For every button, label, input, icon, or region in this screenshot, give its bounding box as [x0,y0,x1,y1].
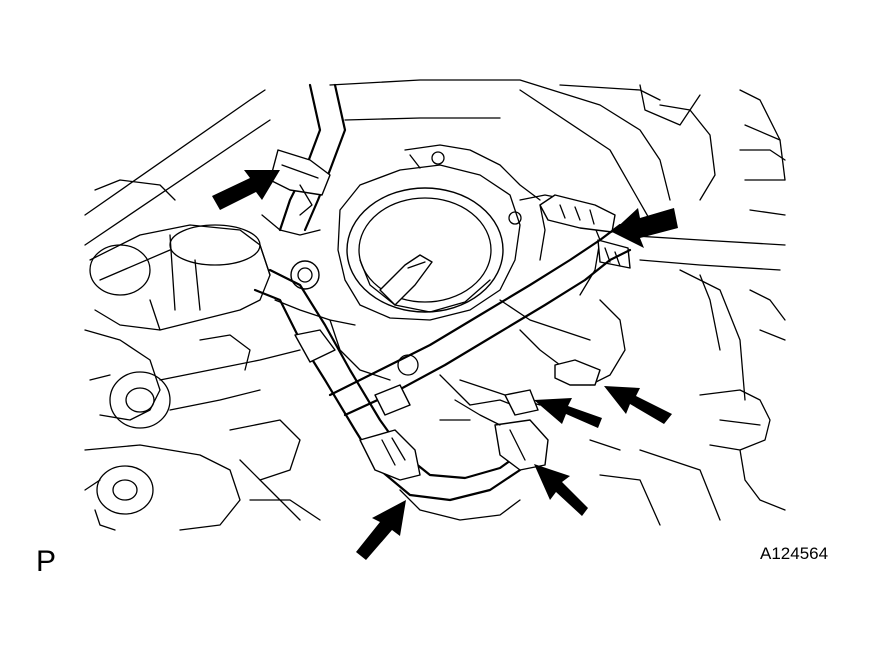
upper-crossing-hose [328,223,632,426]
engine-bay-outline [84,79,786,526]
arrow-lower-center-clamp [356,500,406,560]
arrow-center-right-clamp [534,398,602,428]
view-label: P [36,545,57,578]
throttle-body [274,144,601,381]
upper-hose [259,83,347,276]
arrow-lower-right-clamp [534,464,588,516]
water-bypass-hose [253,268,549,521]
left-side-components [84,179,321,531]
arrow-upper-left-clamp [212,170,280,210]
sensor-connector [539,194,631,386]
arrow-right-connector [604,386,672,424]
figure-id: A124564 [760,544,829,563]
arrow-upper-right-connector [612,208,678,248]
